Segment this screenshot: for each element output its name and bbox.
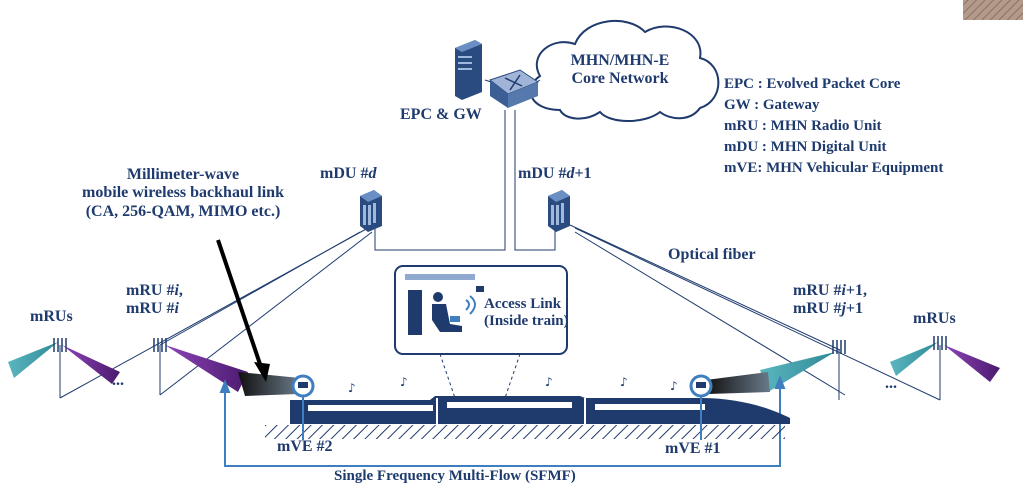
mve-2-label: mVE #2: [277, 438, 333, 455]
core-network-line2: Core Network: [571, 70, 669, 88]
access-link-line2: (Inside train): [484, 313, 569, 330]
corner-texture: [963, 0, 1023, 20]
legend-mve: mVE: MHN Vehicular Equipment: [724, 160, 944, 176]
beam-mru-i1: [706, 352, 835, 394]
antenna-mru-i: [153, 338, 167, 352]
backhaul-line2: mobile wireless backhaul link: [82, 184, 284, 202]
mdu-left-label: mDU #d: [320, 165, 377, 182]
beam-mrus-left: [8, 342, 120, 384]
antenna-mrus-right: [933, 336, 947, 350]
gateway-router-icon: [488, 69, 540, 108]
svg-text:♪: ♪: [400, 375, 408, 389]
legend-mru: mRU : MHN Radio Unit: [724, 118, 882, 134]
mru-right-label: mRU #i+1, mRU #j+1: [793, 282, 868, 318]
optical-fiber-label: Optical fiber: [668, 246, 756, 263]
legend-mdu: mDU : MHN Digital Unit: [724, 139, 887, 155]
access-link-box: [394, 265, 568, 399]
mve-1-marker: [689, 374, 713, 440]
backhaul-line3: (CA, 256-QAM, MIMO etc.): [85, 202, 281, 220]
mru-left-label: mRU #i, mRU #i: [126, 282, 183, 318]
svg-text:♪: ♪: [545, 375, 553, 389]
mve-2-marker: [291, 374, 315, 440]
beam-mru-i: [165, 345, 300, 396]
mdu-right-icon: [548, 190, 570, 232]
signal-marks: ♪ ♪ ♪ ♪ ♪: [348, 375, 678, 395]
core-network-label: MHN/MHN-E Core Network: [550, 52, 690, 89]
svg-text:♪: ♪: [670, 379, 678, 393]
beam-mrus-right: [890, 342, 1000, 382]
mve-1-label: mVE #1: [665, 440, 721, 457]
railway-track: [265, 425, 785, 439]
backhaul-label: Millimeter-wave mobile wireless backhaul…: [38, 166, 328, 221]
epc-server-icon: [455, 40, 482, 100]
access-link-line1: Access Link: [484, 296, 562, 312]
access-link-label: Access Link (Inside train): [484, 296, 569, 331]
ellipsis-marks: ... ...: [112, 372, 897, 392]
backhaul-line1: Millimeter-wave: [126, 166, 240, 183]
core-network-cloud: [529, 19, 720, 122]
core-network-line1: MHN/MHN-E: [570, 52, 670, 69]
mdu-right-label: mDU #d+1: [518, 165, 592, 182]
ellipsis-right: ...: [885, 375, 897, 392]
mrus-right-label: mRUs: [913, 310, 956, 327]
backhaul-arrow: [216, 239, 270, 382]
sfmf-label: Single Frequency Multi-Flow (SFMF): [334, 468, 576, 484]
ellipsis-left: ...: [112, 372, 124, 389]
antenna-mru-i1: [832, 340, 846, 354]
train: [290, 396, 790, 424]
antenna-mrus-left: [53, 338, 67, 352]
legend-gw: GW : Gateway: [724, 97, 820, 113]
mdu-left-icon: [360, 190, 382, 232]
svg-text:♪: ♪: [348, 381, 356, 395]
svg-text:♪: ♪: [620, 375, 628, 389]
epc-gw-label: EPC & GW: [400, 106, 482, 123]
mrus-left-label: mRUs: [30, 308, 73, 325]
legend-epc: EPC : Evolved Packet Core: [724, 76, 901, 92]
